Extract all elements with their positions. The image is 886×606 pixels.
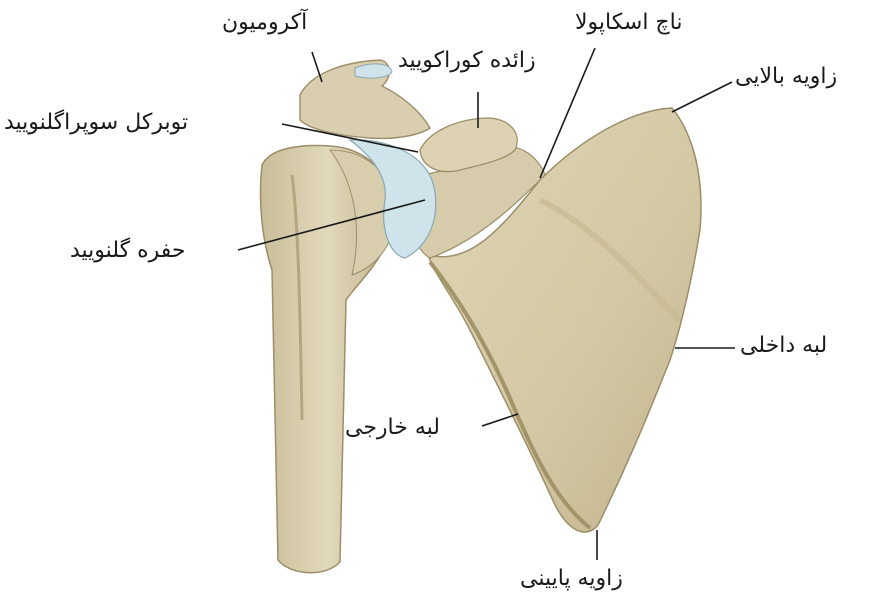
humerus bbox=[260, 146, 395, 573]
leader-lateral-border bbox=[482, 414, 518, 426]
label-supraglenoid-tubercle: توبرکل سوپراگلنویید bbox=[4, 112, 188, 134]
label-medial-border: لبه داخلی bbox=[740, 335, 827, 357]
label-glenoid-fossa: حفره گلنویید bbox=[70, 240, 185, 262]
leader-superior-angle bbox=[672, 82, 732, 112]
scapula bbox=[300, 60, 701, 532]
label-coracoid-process: زائده کوراکویید bbox=[398, 50, 536, 72]
label-inferior-angle: زاویه پایینی bbox=[520, 568, 623, 590]
acromion-cartilage bbox=[355, 64, 392, 78]
label-lateral-border: لبه خارجی bbox=[345, 417, 440, 439]
label-acromion: آکرومیون bbox=[222, 12, 307, 34]
label-superior-angle: زاویه بالایی bbox=[735, 66, 837, 88]
label-scapular-notch: ناچ اسکاپولا bbox=[575, 12, 682, 34]
